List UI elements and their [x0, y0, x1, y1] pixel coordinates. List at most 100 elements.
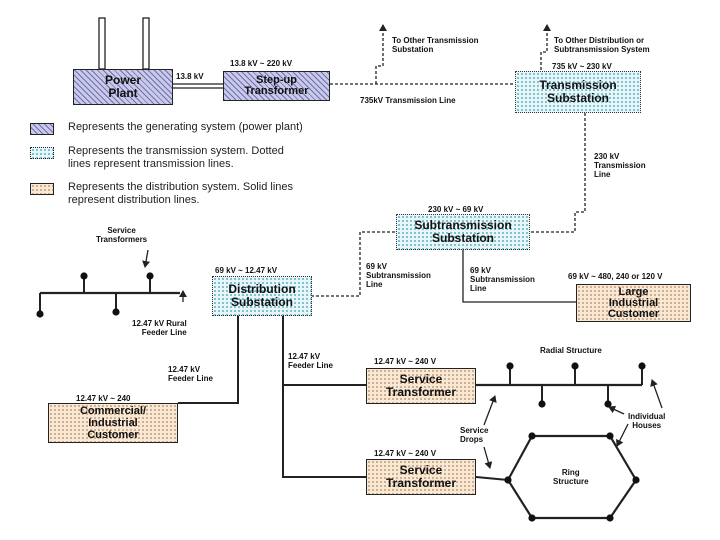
power-plant-line-1: Power	[104, 73, 141, 87]
service-drops-line-1: Service	[460, 426, 489, 435]
service-transformer-box-2: Service Transformer	[366, 459, 476, 495]
transmission-sub-line-2: Substation	[547, 91, 609, 105]
legend-swatch-generating	[30, 123, 54, 135]
label-12-47-240-v-lower: 12.47 kV ~ 240 V	[374, 449, 437, 458]
label-735kv-transmission-line: 735kV Transmission Line	[360, 96, 456, 105]
sub69b-line-1: 69 kV	[470, 266, 491, 275]
service-transformers-line-2: Transformers	[96, 235, 148, 244]
to-other-dist-line-2: Subtransmission System	[554, 45, 650, 54]
legend-transmission-line-2: lines represent transmission lines.	[68, 158, 234, 170]
commercial-line-1: Commercial/	[79, 405, 147, 417]
legend-generating-line-1: Represents the generating system (power …	[68, 121, 303, 133]
label-69kv-480-240-120v: 69 kV ~ 480, 240 or 120 V	[568, 272, 663, 281]
rural-line-1: 12.47 kV Rural	[132, 319, 187, 328]
label-13-8-kv: 13.8 kV	[176, 72, 204, 81]
to-other-trans-line-1: To Other Transmission	[392, 36, 479, 45]
feeder-b-line-2: Feeder Line	[288, 361, 333, 370]
label-735-230-kv: 735 kV ~ 230 kV	[552, 62, 612, 71]
legend-distribution-line-2: represent distribution lines.	[68, 194, 200, 206]
node-dot	[571, 362, 579, 370]
feeder-b-line-1: 12.47 kV	[288, 352, 321, 361]
label-230-69-kv: 230 kV ~ 69 kV	[428, 205, 484, 214]
service-transformer-2-line-1: Service	[399, 463, 443, 477]
individual-houses-line-2: Houses	[632, 421, 662, 430]
node-dot	[506, 362, 514, 370]
legend-distribution-line-1: Represents the distribution system. Soli…	[68, 181, 293, 193]
label-feeder-line-right: 12.47 kV Feeder Line	[288, 352, 333, 370]
distribution-substation-box: Distribution Substation	[212, 276, 312, 316]
label-230kv-transmission-line: 230 kV Transmission Line	[594, 152, 646, 179]
node-dot	[504, 476, 512, 484]
label-12-47-240-commercial: 12.47 kV ~ 240	[76, 394, 131, 403]
chimney-icon	[98, 17, 106, 70]
individual-houses-line-1: Individual	[628, 412, 666, 421]
node-dot	[112, 308, 120, 316]
rural-line-2: Feeder Line	[141, 328, 187, 337]
service-transformer-1-line-1: Service	[399, 372, 443, 386]
large-industrial-customer-box: Large Industrial Customer	[576, 284, 691, 322]
chimney-icon	[142, 17, 150, 70]
node-dot	[538, 400, 546, 408]
node-dot	[80, 272, 88, 280]
ring-line-1: Ring	[561, 468, 580, 477]
legend-item-distribution: Represents the distribution system. Soli…	[30, 181, 293, 207]
label-to-other-transmission: To Other Transmission Substation	[392, 36, 479, 54]
node-dot	[606, 432, 614, 440]
node-dot	[528, 514, 536, 522]
legend-text-distribution: Represents the distribution system. Soli…	[68, 181, 293, 207]
legend-item-transmission: Represents the transmission system. Dott…	[30, 145, 284, 171]
label-69kv-subtransmission-left: 69 kV Subtransmission Line	[366, 262, 431, 289]
service-transformers-line-1: Service	[107, 226, 136, 235]
label-service-drops: Service Drops	[460, 426, 488, 444]
node-dot	[632, 476, 640, 484]
commercial-line-2: Industrial	[88, 417, 138, 429]
power-plant-line-2: Plant	[108, 86, 138, 100]
label-feeder-line-left: 12.47 kV Feeder Line	[168, 365, 213, 383]
transmission-substation-box: Transmission Substation	[515, 71, 641, 113]
label-69kv-subtransmission-right: 69 kV Subtransmission Line	[470, 266, 535, 293]
to-other-dist-line-1: To Other Distribution or	[554, 36, 645, 45]
legend-swatch-transmission	[30, 147, 54, 159]
stepup-line-2: Transformer	[244, 85, 309, 97]
to-other-trans-line-2: Substation	[392, 45, 434, 54]
legend-text-transmission: Represents the transmission system. Dott…	[68, 145, 284, 171]
label-12-47-240-v-upper: 12.47 kV ~ 240 V	[374, 357, 437, 366]
feeder-a-line-2: Feeder Line	[168, 374, 213, 383]
tl230-line-2: Transmission	[594, 161, 646, 170]
service-transformer-box-1: Service Transformer	[366, 368, 476, 404]
sub69b-line-2: Subtransmission	[470, 275, 535, 284]
stepup-transformer-box: Step-up Transformer	[223, 71, 330, 101]
ring-line-2: Structure	[553, 477, 589, 486]
subtransmission-line-1: Subtransmission	[414, 218, 512, 232]
stepup-line-1: Step-up	[256, 74, 297, 86]
legend-swatch-distribution	[30, 183, 54, 195]
sub69-line-2: Subtransmission	[366, 271, 431, 280]
label-to-other-distribution: To Other Distribution or Subtransmission…	[554, 36, 650, 54]
label-rural-feeder-line: 12.47 kV Rural Feeder Line	[132, 319, 187, 337]
legend-item-generating: Represents the generating system (power …	[30, 121, 303, 135]
large-industrial-line-2: Industrial	[608, 296, 659, 309]
tl230-line-1: 230 kV	[594, 152, 620, 161]
node-dot	[604, 400, 612, 408]
sub69-line-3: Line	[366, 280, 383, 289]
label-radial-structure: Radial Structure	[540, 346, 602, 355]
legend-transmission-line-1: Represents the transmission system. Dott…	[68, 145, 284, 157]
tl230-line-3: Line	[594, 170, 611, 179]
large-industrial-line-3: Customer	[607, 307, 660, 320]
service-drops-line-2: Drops	[460, 435, 484, 444]
subtransmission-substation-box: Subtransmission Substation	[396, 214, 530, 250]
subtransmission-line-2: Substation	[432, 231, 494, 245]
power-plant-box: Power Plant	[73, 69, 173, 105]
node-dot	[606, 514, 614, 522]
distribution-line-1: Distribution	[228, 282, 296, 296]
service-transformer-2-line-2: Transformer	[385, 476, 457, 490]
label-ring-structure: Ring Structure	[553, 468, 589, 486]
feeder-a-line-1: 12.47 kV	[168, 365, 201, 374]
large-industrial-line-1: Large	[618, 285, 649, 298]
sub69-line-1: 69 kV	[366, 262, 387, 271]
service-transformer-1-line-2: Transformer	[385, 385, 457, 399]
commercial-line-3: Customer	[87, 429, 139, 441]
transmission-sub-line-1: Transmission	[539, 78, 617, 92]
